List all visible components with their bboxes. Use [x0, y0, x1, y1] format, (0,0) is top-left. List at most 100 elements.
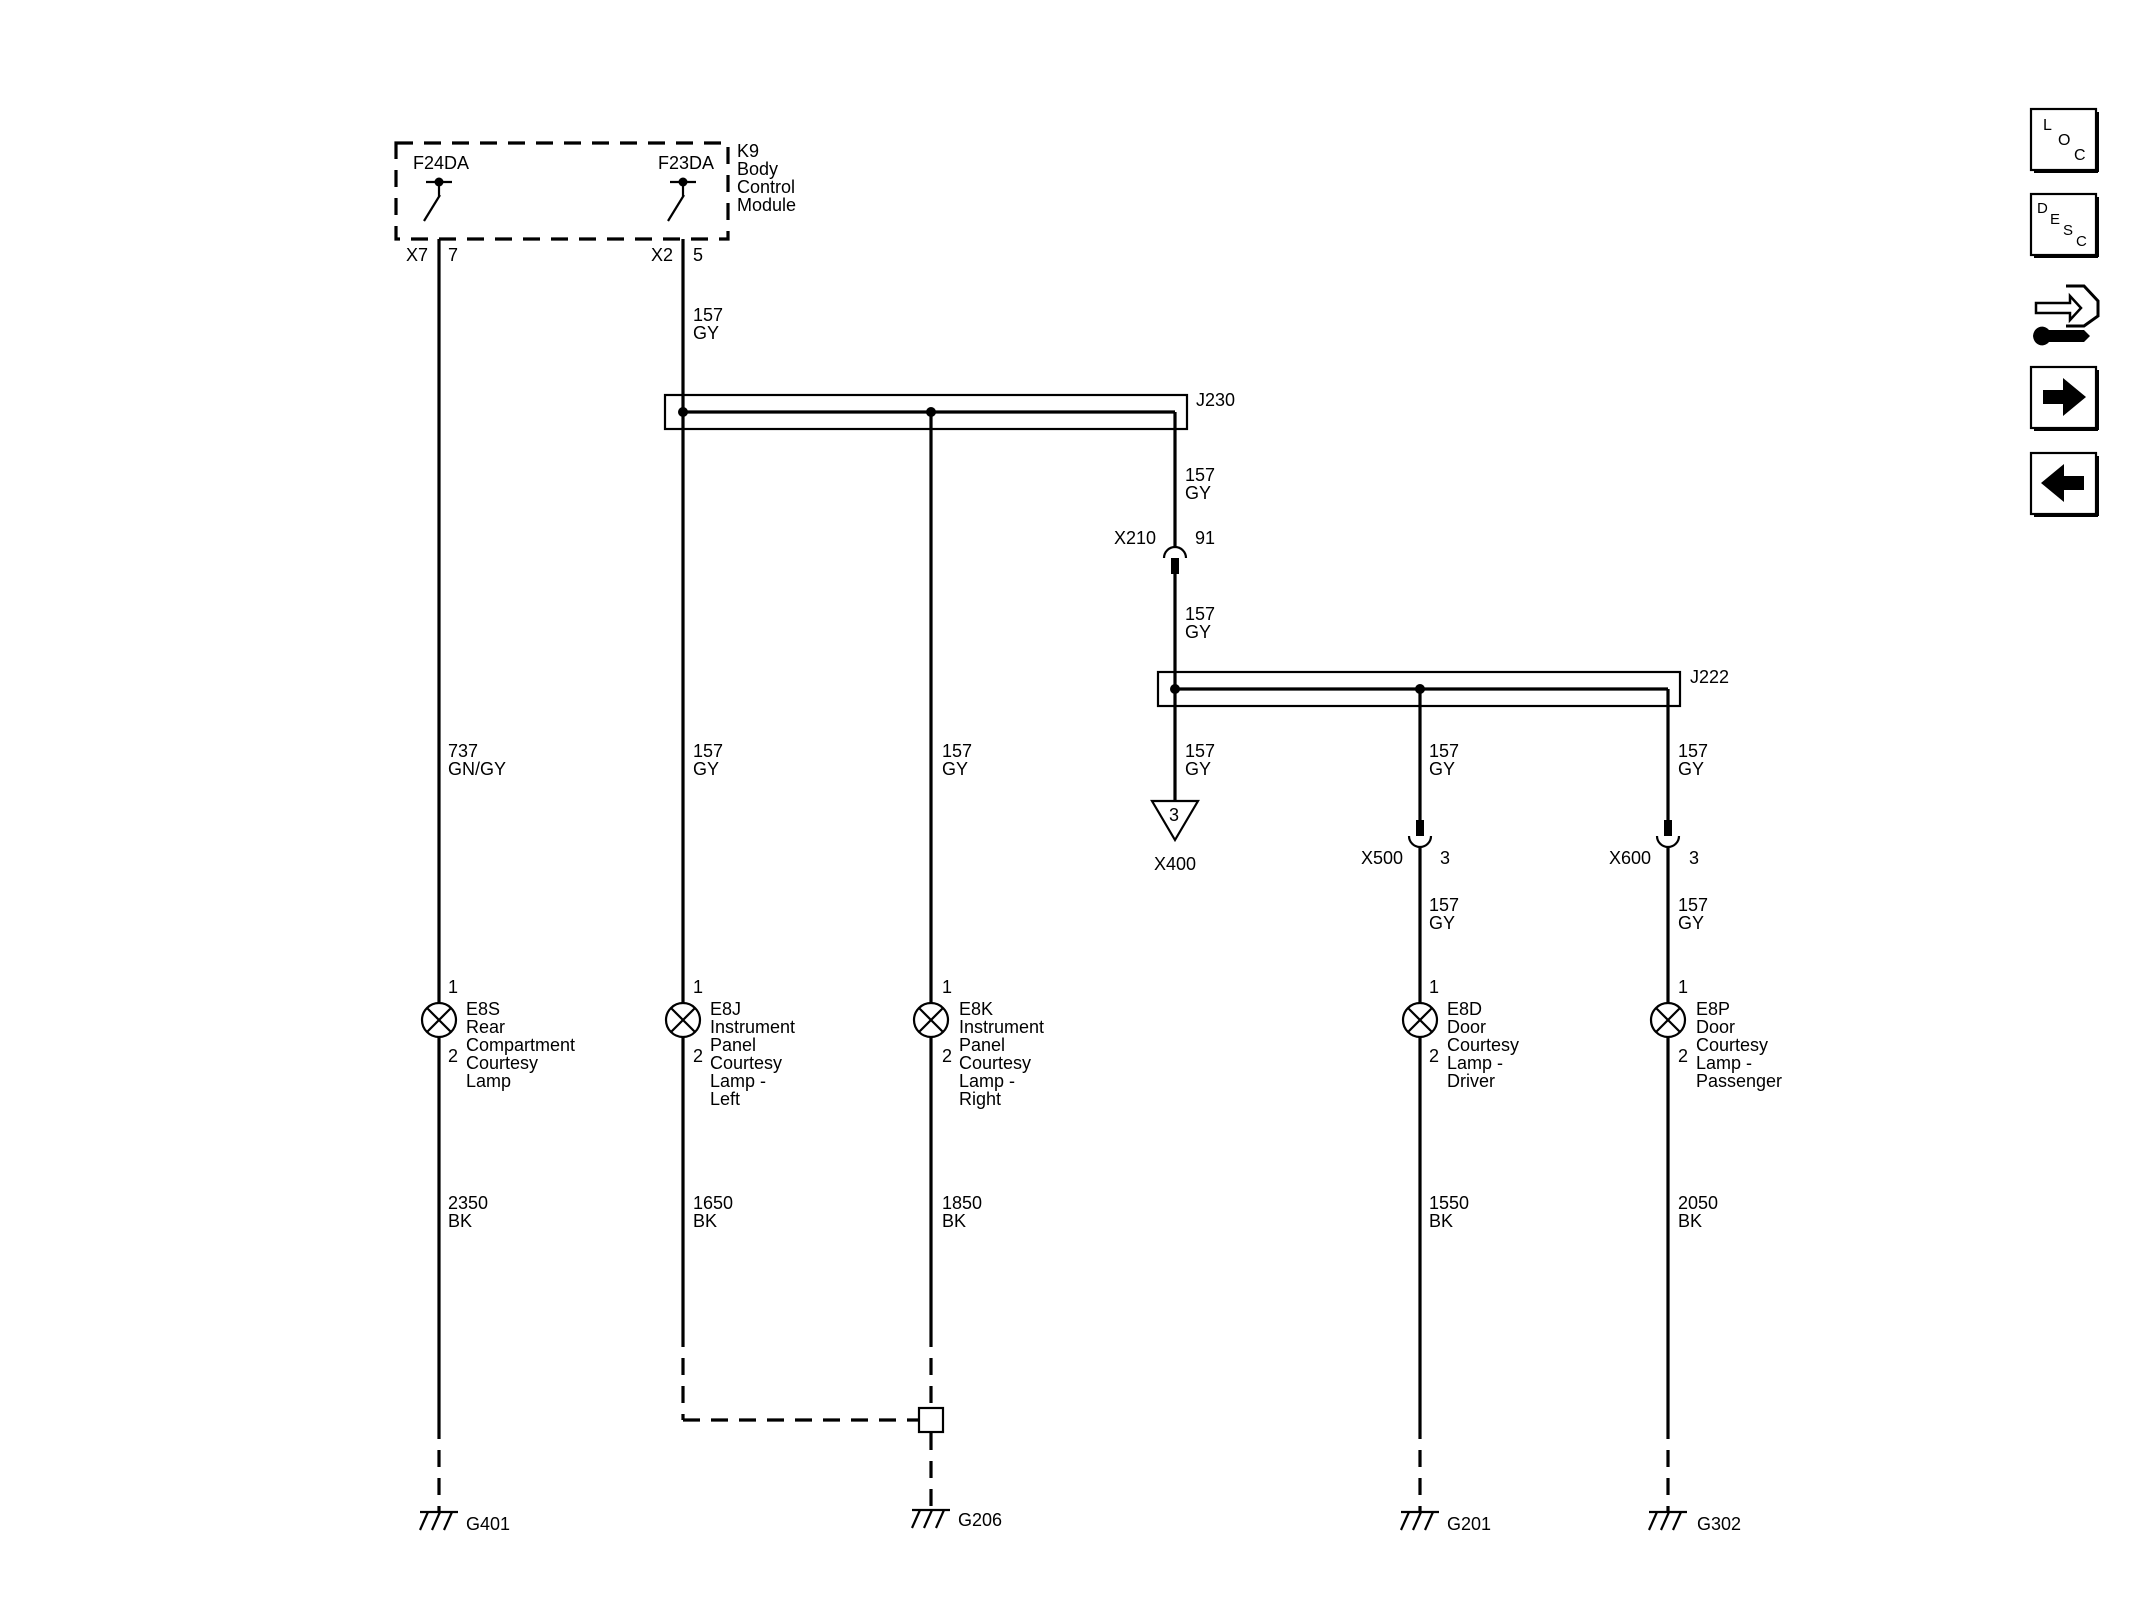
- wire-label-color: GY: [1429, 913, 1455, 933]
- loc-button[interactable]: L O C: [2029, 107, 2099, 173]
- pin-connector-x2: X2: [651, 245, 673, 265]
- lamp-pin-top: 1: [1678, 977, 1688, 997]
- lamp-pin-bottom: 2: [448, 1046, 458, 1066]
- connector-x210: X210 91: [1114, 528, 1215, 574]
- lamp-e8d: 1 2 E8D Door Courtesy Lamp - Driver: [1401, 977, 1519, 1091]
- lamp-label-line: Driver: [1447, 1071, 1495, 1091]
- lamp-label-line: Courtesy: [710, 1053, 782, 1073]
- ground-symbol-icon: [910, 1508, 950, 1529]
- lamp-label-line: Lamp: [466, 1071, 511, 1091]
- wire-label-color: GY: [1185, 483, 1211, 503]
- lamp-pin-top: 1: [942, 977, 952, 997]
- connector-x400: 3 X400: [1150, 799, 1200, 874]
- wire-label-color: GY: [693, 323, 719, 343]
- wire-label-circuit: 157: [1678, 895, 1708, 915]
- lamp-label-line: Lamp -: [1447, 1053, 1503, 1073]
- lamp-pin-top: 1: [1429, 977, 1439, 997]
- lamp-pin-bottom: 2: [1678, 1046, 1688, 1066]
- pin-connector-x7: X7: [406, 245, 428, 265]
- wire-label-color: BK: [1678, 1211, 1702, 1231]
- loc-letter-o: O: [2058, 132, 2070, 149]
- body-control-module: K9 Body Control Module F24DA F23DA X7 7 …: [394, 141, 796, 265]
- wire-labels: 157 GY 157 GY 157 GY 737 GN/GY 157 GY 15…: [448, 305, 1718, 1231]
- wire-label-circuit: 157: [1185, 604, 1215, 624]
- connector-x600-name: X600: [1609, 848, 1651, 868]
- desc-letter-s: S: [2063, 222, 2073, 239]
- wire-label-color: GY: [1678, 913, 1704, 933]
- lamp-label-line: E8K: [959, 999, 993, 1019]
- splice-j222-label: J222: [1690, 667, 1729, 687]
- wire-label-circuit: 2050: [1678, 1193, 1718, 1213]
- wire-label-circuit: 737: [448, 741, 478, 761]
- ground-label: G302: [1697, 1514, 1741, 1534]
- connector-x600-pin: 3: [1689, 848, 1699, 868]
- arrow-left-icon[interactable]: [2029, 451, 2099, 517]
- lamp-label-line: Door: [1447, 1017, 1486, 1037]
- lamp-label-line: Instrument: [710, 1017, 795, 1037]
- loc-letter-c: C: [2074, 147, 2086, 164]
- fuse-f24da-label: F24DA: [413, 153, 469, 173]
- wire-label-circuit: 157: [942, 741, 972, 761]
- lamp-label-line: Instrument: [959, 1017, 1044, 1037]
- lamp-label-line: Panel: [959, 1035, 1005, 1055]
- connector-x500-pin: 3: [1440, 848, 1450, 868]
- wire-label-color: GY: [693, 759, 719, 779]
- lamp-icon: [664, 1001, 702, 1039]
- wire-label-circuit: 2350: [448, 1193, 488, 1213]
- wires: [437, 239, 1670, 1512]
- lamp-label-line: E8S: [466, 999, 500, 1019]
- lamp-e8j: 1 2 E8J Instrument Panel Courtesy Lamp -…: [664, 977, 795, 1109]
- wire-label-color: BK: [693, 1211, 717, 1231]
- wire-label-color: BK: [448, 1211, 472, 1231]
- fuse-f24da-switch-icon: [423, 177, 452, 222]
- lamp-label-line: Passenger: [1696, 1071, 1782, 1091]
- wire-label-color: BK: [1429, 1211, 1453, 1231]
- ground-label: G206: [958, 1510, 1002, 1530]
- connector-x500: X500 3: [1361, 820, 1450, 868]
- fuse-f23da-switch-icon: [667, 177, 696, 222]
- desc-letter-e: E: [2050, 211, 2060, 228]
- wire-label-circuit: 157: [1185, 465, 1215, 485]
- wire-label-circuit: 157: [1185, 741, 1215, 761]
- lamp-label-line: Compartment: [466, 1035, 575, 1055]
- module-label-line-4: Module: [737, 195, 796, 215]
- desc-letter-c: C: [2076, 233, 2087, 250]
- connector-x500-name: X500: [1361, 848, 1403, 868]
- lamp-label-line: Lamp -: [959, 1071, 1015, 1091]
- lamp-label-line: Rear: [466, 1017, 505, 1037]
- lamp-label-line: Courtesy: [1447, 1035, 1519, 1055]
- lamp-icon: [420, 1001, 458, 1039]
- module-dashed-box: [394, 141, 730, 241]
- arrow-right-icon[interactable]: [2029, 365, 2099, 431]
- wire-label-color: GY: [1185, 622, 1211, 642]
- splice-pack-j222: J222: [1156, 667, 1729, 708]
- lamp-label-line: Panel: [710, 1035, 756, 1055]
- connector-x400-name: X400: [1154, 854, 1196, 874]
- wire-label-color: GN/GY: [448, 759, 506, 779]
- wire-label-color: GY: [1678, 759, 1704, 779]
- lamp-pin-top: 1: [448, 977, 458, 997]
- module-label-line-3: Control: [737, 177, 795, 197]
- connector-x210-name: X210: [1114, 528, 1156, 548]
- connector-wrench-icon[interactable]: [2033, 284, 2100, 346]
- wire-label-circuit: 1850: [942, 1193, 982, 1213]
- lamp-e8k: 1 2 E8K Instrument Panel Courtesy Lamp -…: [912, 977, 1044, 1109]
- fuse-f23da-label: F23DA: [658, 153, 714, 173]
- splice-pack-j230: J230: [663, 390, 1235, 431]
- ground-symbol-icon: [1647, 1510, 1687, 1531]
- wire-label-circuit: 1650: [693, 1193, 733, 1213]
- wire-label-circuit: 1550: [1429, 1193, 1469, 1213]
- ground-label: G401: [466, 1514, 510, 1534]
- ground-g201: G201: [1399, 1510, 1491, 1534]
- wire-label-circuit: 157: [1429, 741, 1459, 761]
- lamp-label-line: E8J: [710, 999, 741, 1019]
- pin-number-7: 7: [448, 245, 458, 265]
- lamp-icon: [1401, 1001, 1439, 1039]
- lamp-label-line: Door: [1696, 1017, 1735, 1037]
- wire-label-circuit: 157: [1429, 895, 1459, 915]
- desc-button[interactable]: D E S C: [2029, 192, 2099, 258]
- module-label-line-2: Body: [737, 159, 778, 179]
- lamp-label-line: E8P: [1696, 999, 1730, 1019]
- lamp-label-line: Lamp -: [1696, 1053, 1752, 1073]
